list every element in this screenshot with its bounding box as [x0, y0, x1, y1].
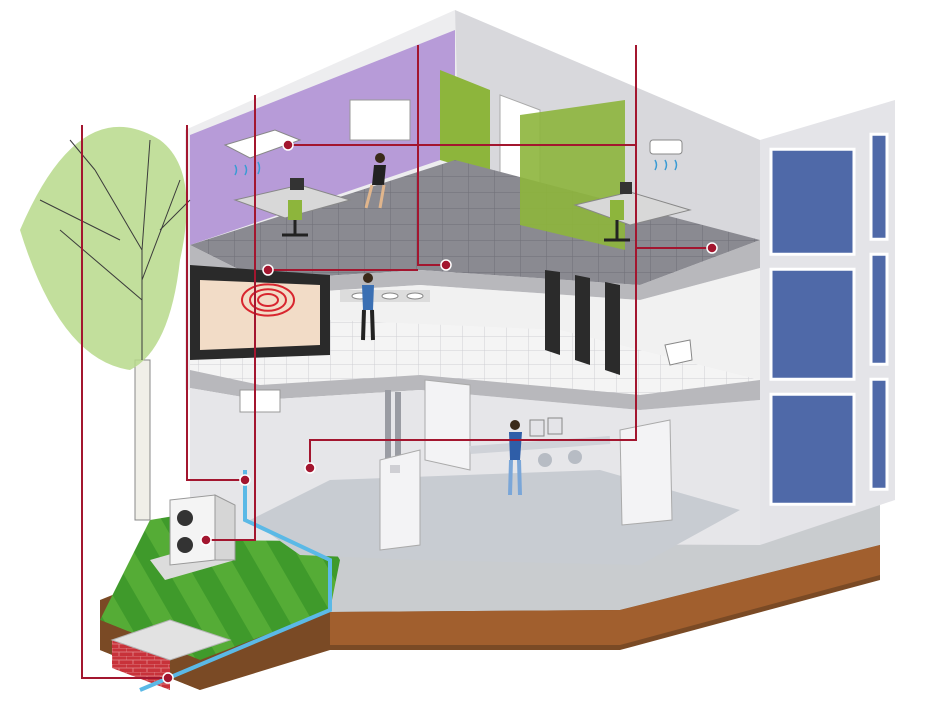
toilet-icon — [664, 339, 693, 366]
lower-slab — [190, 370, 760, 410]
tree-branch — [159, 199, 191, 231]
person-icon — [364, 153, 386, 209]
heat-ring — [241, 283, 295, 317]
monitor-icon — [620, 182, 632, 194]
callout-line — [417, 45, 446, 266]
tree-branch — [141, 179, 181, 281]
office-floor — [190, 30, 760, 285]
glass-panel — [769, 147, 856, 256]
callout-dot — [304, 462, 316, 474]
glass-facade — [769, 132, 889, 506]
chair-icon — [282, 200, 308, 237]
glass-panel — [769, 392, 856, 506]
water-pipe — [139, 470, 332, 692]
callout-dot — [239, 474, 251, 486]
window-icon — [349, 99, 411, 141]
hot-water-cylinder-icon — [424, 379, 471, 471]
heat-ring — [249, 288, 287, 312]
callout-dot — [200, 534, 212, 546]
callout-dot — [162, 672, 174, 684]
pump-icon — [469, 417, 611, 467]
callout-line — [186, 125, 245, 481]
hot-water-cylinder-icon — [619, 419, 673, 526]
heat-pump-icon — [150, 494, 236, 580]
sink-icon — [340, 290, 430, 302]
service-ducts — [385, 390, 401, 472]
callout-lines — [81, 45, 718, 684]
heat-rings — [241, 283, 295, 317]
window-icon — [239, 389, 281, 413]
tree-icon — [20, 126, 191, 521]
chair-icon — [604, 200, 630, 242]
glass-panel — [869, 132, 889, 241]
callout-dot — [262, 264, 274, 276]
partition-screen — [520, 100, 625, 250]
air-conditioner-icon — [223, 129, 302, 176]
monitor-icon — [290, 178, 304, 190]
washroom-floor — [190, 265, 760, 395]
tree-branch — [59, 229, 143, 301]
glass-panel — [869, 252, 889, 366]
heat-ring — [257, 293, 279, 307]
glass-panel — [769, 267, 856, 381]
callout-line — [206, 95, 256, 541]
cabinet-icon — [440, 70, 490, 175]
person-icon — [361, 273, 375, 341]
callout-line — [309, 45, 637, 468]
plant-room — [139, 379, 760, 692]
air-conditioner-icon — [649, 139, 683, 171]
toilet-cubicles — [545, 270, 620, 375]
tree-branch — [39, 199, 121, 241]
callout-line — [81, 125, 168, 679]
callout-dot — [706, 242, 718, 254]
glass-panel — [869, 377, 889, 491]
callout-dot — [282, 139, 294, 151]
hot-water-cylinder-icon — [379, 449, 421, 551]
tree-branch — [141, 139, 151, 251]
callout-dot — [440, 259, 452, 271]
